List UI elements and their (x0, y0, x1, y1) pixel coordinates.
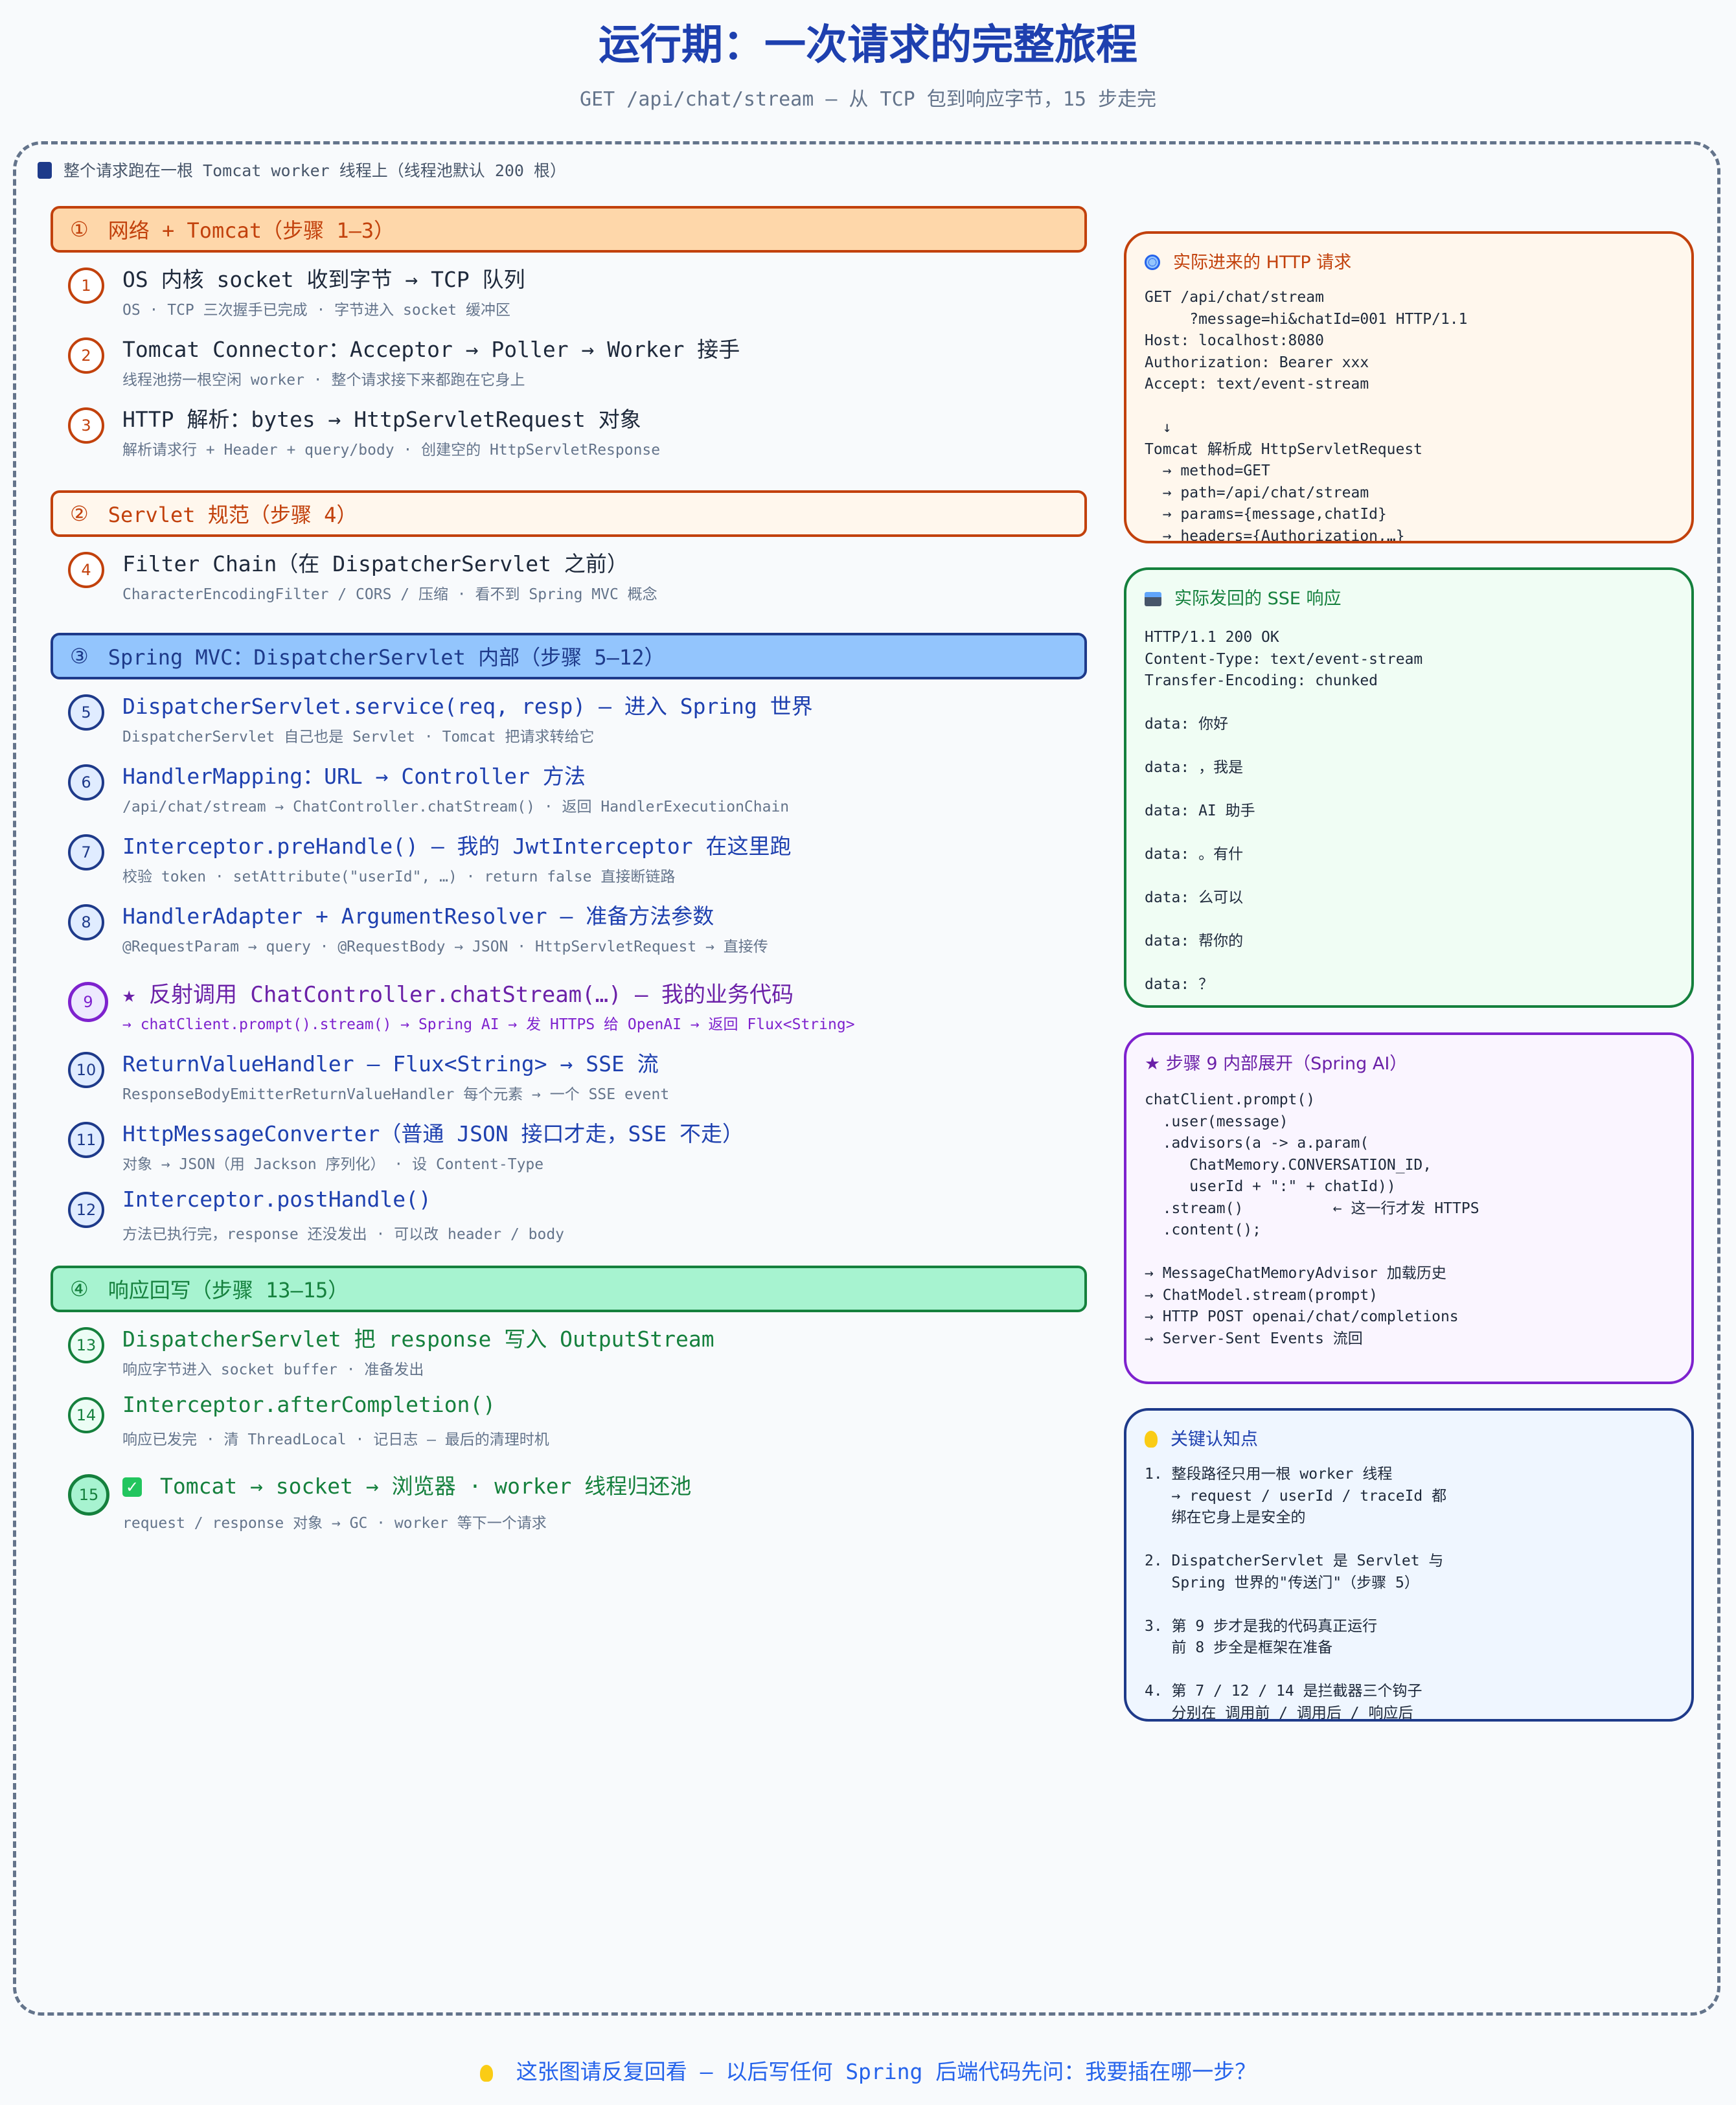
panel-title: 实际发回的 SSE 响应 (1145, 584, 1342, 609)
section-label: Spring MVC：DispatcherServlet 内部（步骤 5–12） (108, 645, 665, 670)
step-title: OS 内核 socket 收到字节 → TCP 队列 (122, 267, 525, 292)
step-description: 线程池捞一根空闲 worker · 整个请求接下来都跑在它身上 (122, 372, 525, 389)
step-description: 方法已执行完，response 还没发出 · 可以改 header / body (122, 1226, 565, 1243)
step-description: 响应字节进入 socket buffer · 准备发出 (122, 1361, 424, 1378)
panel-title: 实际进来的 HTTP 请求 (1145, 248, 1351, 273)
step-number-badge: 6 (68, 764, 104, 801)
step-title: HandlerMapping：URL → Controller 方法 (122, 764, 586, 789)
step-number-badge: 13 (68, 1327, 104, 1363)
section-network-tomcat: ① 网络 + Tomcat（步骤 1–3） (51, 206, 1087, 253)
step-title: Filter Chain（在 DispatcherServlet 之前） (122, 551, 628, 576)
page-subtitle: GET /api/chat/stream — 从 TCP 包到响应字节，15 步… (580, 88, 1156, 111)
step-title: ReturnValueHandler — Flux<String> → SSE … (122, 1051, 659, 1076)
step-number-badge: 8 (68, 904, 104, 940)
step-title: ★ 反射调用 ChatController.chatStream(…) — 我的… (122, 982, 794, 1008)
step-number-badge: 15 (68, 1474, 109, 1516)
step-description: 对象 → JSON（用 Jackson 序列化） · 设 Content-Typ… (122, 1156, 544, 1173)
step-title: HTTP 解析：bytes → HttpServletRequest 对象 (122, 407, 641, 432)
step-number-badge: 11 (68, 1122, 104, 1158)
step-title: HandlerAdapter + ArgumentResolver — 准备方法… (122, 904, 714, 929)
step-description: @RequestParam → query · @RequestBody → J… (122, 939, 768, 955)
step-number-badge: 3 (68, 407, 104, 444)
step-description: OS · TCP 三次握手已完成 · 字节进入 socket 缓冲区 (122, 302, 510, 319)
step-number-badge: 7 (68, 834, 104, 870)
section-number: ③ (70, 644, 89, 668)
step-number-badge: 4 (68, 552, 104, 588)
panel-title: ★ 步骤 9 内部展开（Spring AI） (1145, 1054, 1408, 1074)
thread-note: 整个请求跑在一根 Tomcat worker 线程上（线程池默认 200 根） (38, 158, 566, 181)
step-description: DispatcherServlet 自己也是 Servlet · Tomcat … (122, 729, 595, 745)
page-title: 运行期：一次请求的完整旅程 (599, 21, 1137, 69)
step-description: CharacterEncodingFilter / CORS / 压缩 · 看不… (122, 586, 657, 603)
section-label: 网络 + Tomcat（步骤 1–3） (108, 218, 395, 243)
step-number-badge: 2 (68, 337, 104, 374)
step-title: Interceptor.afterCompletion() (122, 1392, 496, 1417)
step-title: Interceptor.preHandle() — 我的 JwtIntercep… (122, 834, 792, 859)
panel-title: 关键认知点 (1145, 1425, 1258, 1450)
step-number-badge: 1 (68, 267, 104, 304)
footer-note: 这张图请反复回看 — 以后写任何 Spring 后端代码先问：我要插在哪一步？ (0, 2054, 1736, 2086)
check-icon: ✓ (122, 1477, 142, 1497)
step-description: ResponseBodyEmitterReturnValueHandler 每个… (122, 1086, 670, 1103)
section-number: ① (70, 217, 89, 242)
sse-response-panel: 实际发回的 SSE 响应 HTTP/1.1 200 OK Content-Typ… (1124, 567, 1694, 1008)
step-number-badge: 14 (68, 1397, 104, 1433)
step-description: 解析请求行 + Header + query/body · 创建空的 HttpS… (122, 442, 661, 459)
step-title: ✓Tomcat → socket → 浏览器 · worker 线程归还池 (122, 1469, 691, 1500)
step-title: HttpMessageConverter（普通 JSON 接口才走，SSE 不走… (122, 1121, 744, 1146)
step-title: Interceptor.postHandle() (122, 1187, 431, 1212)
thread-spool-icon (38, 162, 52, 179)
section-servlet-spec: ② Servlet 规范（步骤 4） (51, 490, 1087, 537)
step-description: /api/chat/stream → ChatController.chatSt… (122, 799, 790, 815)
step-description: request / response 对象 → GC · worker 等下一个… (122, 1515, 547, 1532)
step-number-badge: 9 (68, 982, 108, 1022)
step-title: DispatcherServlet 把 response 写入 OutputSt… (122, 1326, 714, 1352)
inbox-icon (1145, 592, 1161, 606)
worker-thread-frame (13, 141, 1720, 2016)
step-description: → chatClient.prompt().stream() → Spring … (122, 1016, 855, 1033)
globe-icon (1145, 255, 1160, 270)
http-request-code: GET /api/chat/stream ?message=hi&chatId=… (1145, 289, 1468, 543)
section-spring-mvc: ③ Spring MVC：DispatcherServlet 内部（步骤 5–1… (51, 633, 1087, 679)
section-label: 响应回写（步骤 13–15） (108, 1278, 349, 1303)
step-title: Tomcat Connector：Acceptor → Poller → Wor… (122, 337, 740, 362)
section-number: ④ (70, 1277, 89, 1301)
step-description: 校验 token · setAttribute("userId", …) · r… (122, 869, 676, 885)
spring-ai-detail-panel: ★ 步骤 9 内部展开（Spring AI） chatClient.prompt… (1124, 1032, 1694, 1384)
step-number-badge: 5 (68, 694, 104, 731)
http-request-panel: 实际进来的 HTTP 请求 GET /api/chat/stream ?mess… (1124, 231, 1694, 543)
section-response-writeback: ④ 响应回写（步骤 13–15） (51, 1266, 1087, 1312)
lightbulb-icon (479, 2065, 493, 2082)
spring-ai-code: chatClient.prompt() .user(message) .advi… (1145, 1091, 1479, 1347)
step-number-badge: 12 (68, 1192, 104, 1228)
section-number: ② (70, 501, 89, 526)
step-title: DispatcherServlet.service(req, resp) — 进… (122, 694, 813, 719)
sse-response-code: HTTP/1.1 200 OK Content-Type: text/event… (1145, 629, 1423, 993)
section-label: Servlet 规范（步骤 4） (108, 503, 358, 527)
key-insights-list: 1. 整段路径只用一根 worker 线程 → request / userId… (1145, 1466, 1447, 1722)
step-number-badge: 10 (68, 1052, 104, 1088)
step-description: 响应已发完 · 清 ThreadLocal · 记日志 — 最后的清理时机 (122, 1431, 549, 1448)
lightbulb-icon (1145, 1431, 1158, 1448)
key-insights-panel: 关键认知点 1. 整段路径只用一根 worker 线程 → request / … (1124, 1408, 1694, 1722)
